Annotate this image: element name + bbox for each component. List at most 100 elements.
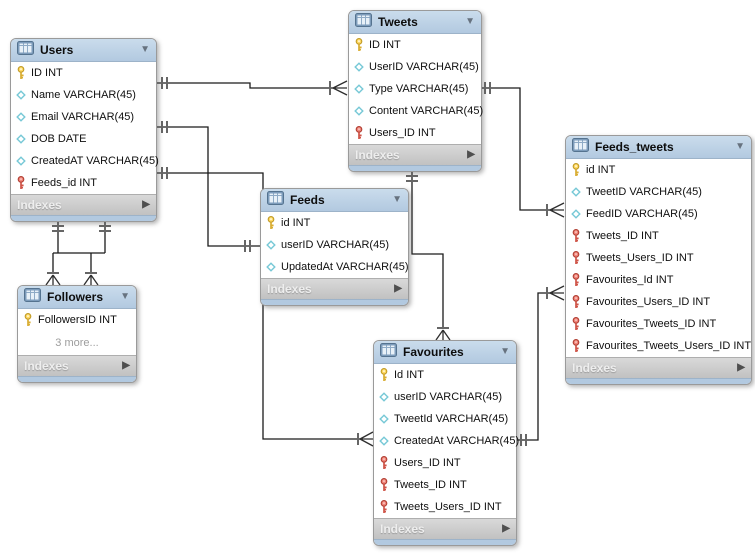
column-row[interactable]: Users_ID INT: [374, 452, 516, 474]
column-row[interactable]: DOB DATE: [11, 128, 156, 150]
column-row[interactable]: Name VARCHAR(45): [11, 84, 156, 106]
relationship-tweets-feeds_tweets[interactable]: [480, 82, 565, 218]
collapse-arrow-icon[interactable]: ▼: [735, 141, 745, 152]
foreign-key-icon: [570, 339, 582, 353]
column-row[interactable]: userID VARCHAR(45): [261, 234, 408, 256]
table-feeds_tweets[interactable]: Feeds_tweets ▼ id INT TweetID VARCHAR(45…: [565, 135, 752, 385]
column-row[interactable]: Tweets_ID INT: [374, 474, 516, 496]
table-tweets[interactable]: Tweets ▼ ID INT UserID VARCHAR(45) Type …: [348, 10, 484, 172]
column-icon: [378, 414, 390, 424]
column-row[interactable]: FeedID VARCHAR(45): [566, 203, 751, 225]
column-label: FollowersID INT: [38, 314, 117, 326]
indexes-bar[interactable]: Indexes▶: [18, 355, 136, 376]
expand-arrow-icon[interactable]: ▶: [737, 362, 745, 373]
column-row[interactable]: TweetID VARCHAR(45): [566, 181, 751, 203]
column-label: ID INT: [369, 39, 401, 51]
column-row[interactable]: Type VARCHAR(45): [349, 78, 481, 100]
column-row[interactable]: CreatedAt VARCHAR(45): [374, 430, 519, 452]
primary-key-icon: [265, 216, 277, 230]
column-row[interactable]: Feeds_id INT: [11, 172, 156, 194]
collapse-arrow-icon[interactable]: ▼: [500, 346, 510, 357]
column-row[interactable]: Favourites_Tweets_Users_ID INT: [566, 335, 751, 357]
column-label: Tweets_ID INT: [586, 230, 659, 242]
expand-arrow-icon[interactable]: ▶: [142, 199, 150, 210]
collapse-arrow-icon[interactable]: ▼: [392, 194, 402, 205]
table-bottom-strip: [374, 539, 516, 545]
table-title: Followers: [47, 290, 104, 304]
relationship-users-tweets[interactable]: [155, 77, 348, 96]
table-followers-header[interactable]: Followers ▼: [18, 286, 136, 309]
table-bottom-strip: [261, 299, 408, 305]
column-row[interactable]: UpdatedAt VARCHAR(45): [261, 256, 409, 278]
column-row[interactable]: Tweets_Users_ID INT: [566, 247, 751, 269]
column-row[interactable]: Id INT: [374, 364, 516, 386]
indexes-label: Indexes: [572, 361, 617, 375]
column-row[interactable]: Favourites_Tweets_ID INT: [566, 313, 751, 335]
column-row[interactable]: Favourites_Users_ID INT: [566, 291, 751, 313]
column-label: Favourites_Tweets_ID INT: [586, 318, 717, 330]
column-icon: [265, 240, 277, 250]
expand-arrow-icon[interactable]: ▶: [467, 149, 475, 160]
column-row[interactable]: ID INT: [349, 34, 481, 56]
column-icon: [15, 156, 27, 166]
table-feeds-header[interactable]: Feeds ▼: [261, 189, 408, 212]
column-label: Content VARCHAR(45): [369, 105, 484, 117]
relationship-users-followers-1[interactable]: [45, 219, 105, 286]
indexes-bar[interactable]: Indexes ▶: [566, 357, 751, 378]
column-label: id INT: [586, 164, 616, 176]
table-followers[interactable]: Followers ▼ FollowersID INT 3 more... In…: [17, 285, 137, 383]
table-favourites[interactable]: Favourites ▼ Id INT userID VARCHAR(45) T…: [373, 340, 519, 546]
table-feeds_tweets-header[interactable]: Feeds_tweets ▼: [566, 136, 751, 159]
column-row[interactable]: CreatedAT VARCHAR(45): [11, 150, 159, 172]
expand-arrow-icon[interactable]: ▶: [122, 360, 130, 371]
collapsed-columns-note[interactable]: 3 more...: [55, 337, 99, 349]
collapse-arrow-icon[interactable]: ▼: [120, 291, 130, 302]
column-icon: [15, 134, 27, 144]
indexes-bar[interactable]: Indexes ▶: [261, 278, 408, 299]
column-row[interactable]: FollowersID INT: [18, 309, 136, 331]
indexes-bar[interactable]: Indexes ▶: [374, 518, 516, 539]
table-bottom-strip: [349, 165, 481, 171]
table-favourites-header[interactable]: Favourites ▼: [374, 341, 516, 364]
table-users-header[interactable]: Users ▼: [11, 39, 156, 62]
relationship-users-favourites[interactable]: [155, 167, 374, 447]
expand-arrow-icon[interactable]: ▶: [394, 283, 402, 294]
collapse-arrow-icon[interactable]: ▼: [140, 44, 150, 55]
column-row[interactable]: Tweets_ID INT: [566, 225, 751, 247]
relationship-users-feeds[interactable]: [155, 121, 260, 252]
relationship-favourites-feeds_tweets[interactable]: [515, 285, 565, 446]
table-users[interactable]: Users ▼ ID INT Name VARCHAR(45) Email VA…: [10, 38, 159, 222]
indexes-label: Indexes: [380, 522, 425, 536]
expand-arrow-icon[interactable]: ▶: [502, 523, 510, 534]
column-row[interactable]: Content VARCHAR(45): [349, 100, 484, 122]
column-row[interactable]: Tweets_Users_ID INT: [374, 496, 516, 518]
table-tweets-header[interactable]: Tweets ▼: [349, 11, 481, 34]
collapse-arrow-icon[interactable]: ▼: [465, 16, 475, 27]
column-row[interactable]: ID INT: [11, 62, 156, 84]
column-icon: [378, 392, 390, 402]
foreign-key-icon: [570, 317, 582, 331]
primary-key-icon: [378, 368, 390, 382]
table-bottom-strip: [566, 378, 751, 384]
indexes-bar[interactable]: Indexes ▶: [11, 194, 156, 215]
table-icon: [572, 137, 589, 157]
table-feeds[interactable]: Feeds ▼ id INT userID VARCHAR(45) Update…: [260, 188, 409, 306]
column-row[interactable]: userID VARCHAR(45): [374, 386, 516, 408]
indexes-bar[interactable]: Indexes▶: [349, 144, 481, 165]
column-row[interactable]: TweetId VARCHAR(45): [374, 408, 516, 430]
column-row[interactable]: id INT: [261, 212, 408, 234]
column-row[interactable]: Email VARCHAR(45): [11, 106, 156, 128]
relationship-users-followers-2[interactable]: [83, 219, 111, 286]
foreign-key-icon: [15, 176, 27, 190]
column-label: id INT: [281, 217, 311, 229]
relationship-tweets-favourites[interactable]: [406, 168, 451, 341]
column-row[interactable]: Users_ID INT: [349, 122, 481, 144]
column-icon: [15, 90, 27, 100]
indexes-label: Indexes: [267, 282, 312, 296]
column-row[interactable]: Favourites_Id INT: [566, 269, 751, 291]
column-row[interactable]: id INT: [566, 159, 751, 181]
indexes-label: Indexes: [17, 198, 62, 212]
column-row[interactable]: UserID VARCHAR(45): [349, 56, 481, 78]
primary-key-icon: [353, 38, 365, 52]
